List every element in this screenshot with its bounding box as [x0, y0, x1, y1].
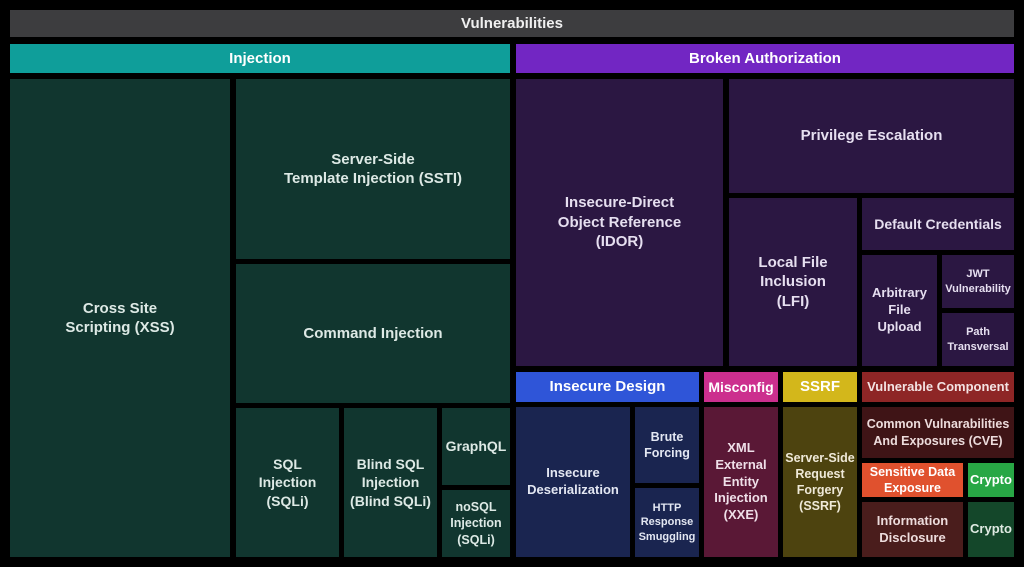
block-crypto-top: Crypto	[968, 463, 1014, 497]
block-graphql: GraphQL	[442, 408, 510, 485]
block-sensitive-data-exposure: Sensitive Data Exposure	[862, 463, 963, 497]
ssrf-subheader: SSRF	[783, 372, 857, 402]
block-xml-external-entity-injection-xxe: XML External Entity Injection (XXE)	[704, 407, 778, 557]
block-common-vulnerabilities-and-exposures-cve: Common Vulnarabilities And Exposures (CV…	[862, 407, 1014, 458]
block-default-credentials: Default Credentials	[862, 198, 1014, 250]
block-cross-site-scripting-xss: Cross Site Scripting (XSS)	[10, 79, 230, 557]
block-blind-sql-injection: Blind SQL Injection (Blind SQLi)	[344, 408, 437, 557]
block-local-file-inclusion-lfi: Local File Inclusion (LFI)	[729, 198, 857, 366]
injection-group-header: Injection	[10, 44, 510, 73]
block-privilege-escalation: Privilege Escalation	[729, 79, 1014, 193]
block-sql-injection-sqli: SQL Injection (SQLi)	[236, 408, 339, 557]
block-http-response-smuggling: HTTP Response Smuggling	[635, 488, 699, 557]
block-path-transversal: Path Transversal	[942, 313, 1014, 366]
block-command-injection: Command Injection	[236, 264, 510, 403]
insecure-design-subheader: Insecure Design	[516, 372, 699, 402]
treemap-title: Vulnerabilities	[10, 10, 1014, 37]
block-arbitrary-file-upload: Arbitrary File Upload	[862, 255, 937, 366]
block-insecure-deserialization: Insecure Deserialization	[516, 407, 630, 557]
block-insecure-direct-object-reference-idor: Insecure-Direct Object Reference (IDOR)	[516, 79, 723, 366]
block-nosql-injection: noSQL Injection (SQLi)	[442, 490, 510, 557]
vulnerable-component-subheader: Vulnerable Component	[862, 372, 1014, 402]
block-jwt-vulnerability: JWT Vulnerability	[942, 255, 1014, 308]
block-server-side-request-forgery-ssrf: Server-Side Request Forgery (SSRF)	[783, 407, 857, 557]
misconfig-subheader: Misconfig	[704, 372, 778, 402]
block-server-side-template-injection-ssti: Server-Side Template Injection (SSTI)	[236, 79, 510, 259]
block-information-disclosure: Information Disclosure	[862, 502, 963, 557]
block-brute-forcing: Brute Forcing	[635, 407, 699, 483]
broken-authorization-group-header: Broken Authorization	[516, 44, 1014, 73]
block-crypto-bottom: Crypto	[968, 502, 1014, 557]
